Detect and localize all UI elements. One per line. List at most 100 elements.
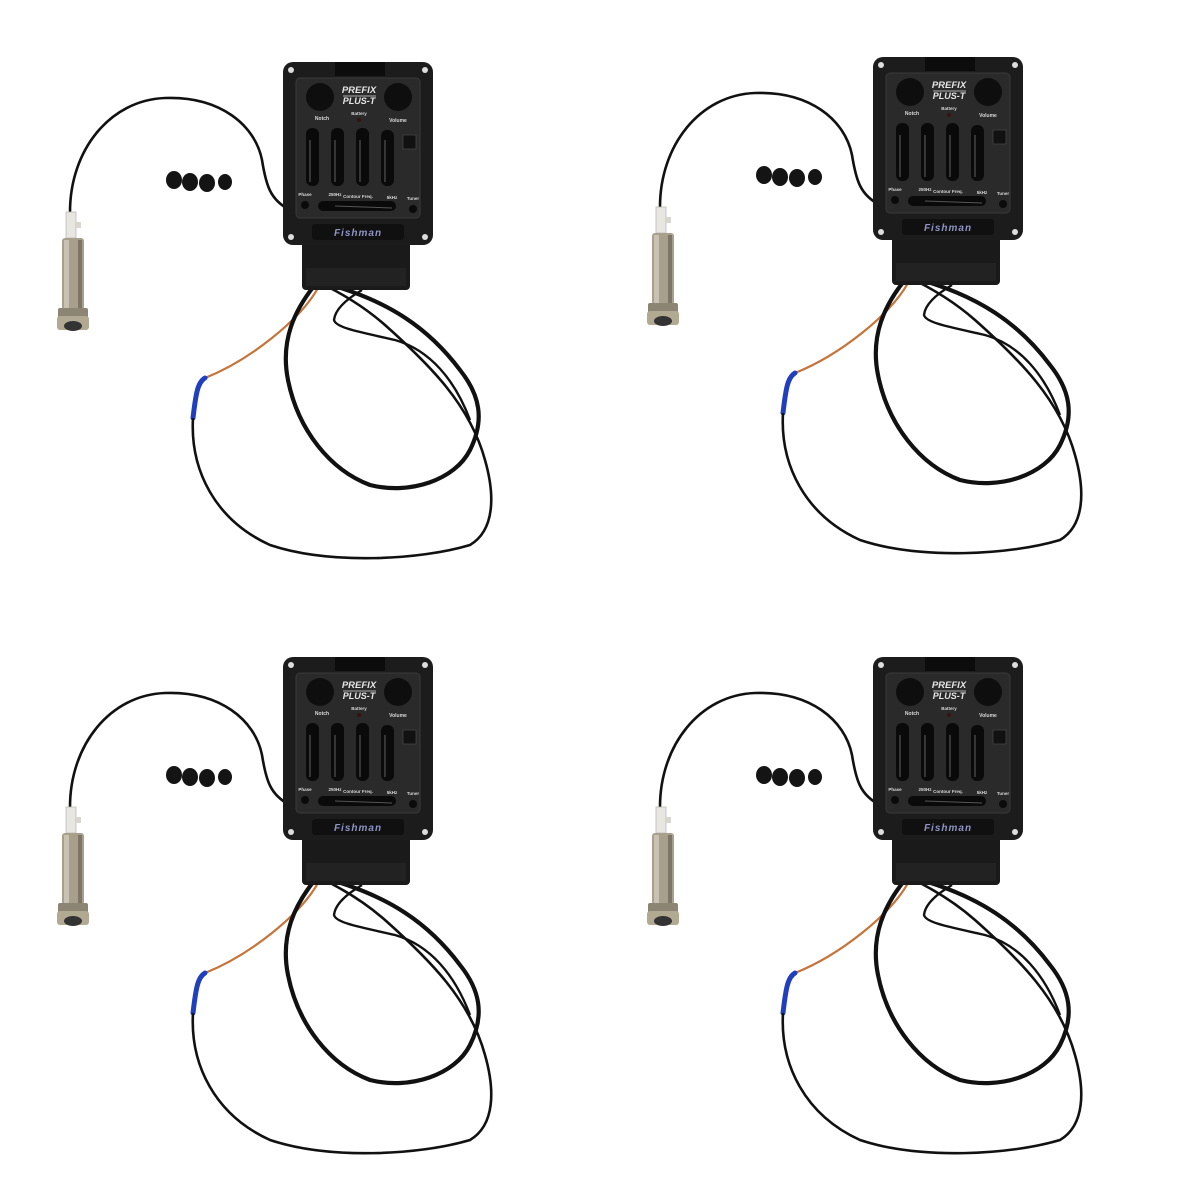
eq-sliders [306, 128, 394, 186]
volume-knob [384, 83, 412, 111]
fishman-logo: Fishman [924, 823, 972, 834]
jack-cable [658, 691, 881, 808]
svg-text:Tuner: Tuner [997, 791, 1009, 796]
phase-button [891, 796, 899, 804]
battery-label: Battery [941, 706, 957, 711]
svg-text:Phase: Phase [888, 187, 902, 192]
contour-freq-slider [908, 796, 986, 806]
jack-cable [68, 691, 291, 808]
tuner-button [999, 800, 1007, 808]
screws [166, 171, 232, 192]
notch-label: Notch [905, 711, 919, 717]
screws [756, 166, 822, 187]
jack-cable [68, 96, 291, 213]
tuner-button [409, 800, 417, 808]
preamp-tray [892, 835, 1000, 885]
svg-text:250Hz: 250Hz [328, 192, 342, 197]
notch-knob [306, 678, 334, 706]
notch-label: Notch [315, 116, 329, 122]
cable-inner-loop [873, 874, 1071, 1086]
svg-text:5kHz: 5kHz [977, 790, 988, 795]
preamp-tray [302, 240, 410, 290]
brand-plus-t: PLUS-T [933, 91, 967, 101]
cable-inner-loop [283, 279, 481, 491]
tuner-button [999, 200, 1007, 208]
notch-knob [896, 678, 924, 706]
volume-label: Volume [389, 118, 407, 124]
eq-sliders [306, 723, 394, 781]
tuner-display [992, 129, 1007, 145]
brand-prefix: PREFIX [932, 80, 967, 91]
phase-button [301, 796, 309, 804]
svg-text:Tuner: Tuner [407, 791, 419, 796]
phase-button [301, 201, 309, 209]
output-jack [647, 206, 679, 326]
svg-text:Contour Freq.: Contour Freq. [933, 789, 963, 794]
eq-sliders [896, 123, 984, 181]
brand-plus-t: PLUS-T [343, 96, 377, 106]
cable-long-loop [780, 275, 1083, 555]
svg-text:Phase: Phase [888, 787, 902, 792]
volume-knob [974, 678, 1002, 706]
volume-label: Volume [979, 113, 997, 119]
battery-label: Battery [351, 706, 367, 711]
preamp-tray [892, 235, 1000, 285]
tuner-display [992, 729, 1007, 745]
fishman-logo: Fishman [924, 223, 972, 234]
tuner-display [402, 729, 417, 745]
brand-prefix: PREFIX [932, 680, 967, 691]
notch-knob [306, 83, 334, 111]
svg-text:Contour Freq.: Contour Freq. [933, 189, 963, 194]
product-kit-top-right: PREFIX PLUS-T Notch Battery Volume [590, 0, 1190, 595]
svg-text:Phase: Phase [298, 787, 312, 792]
contour-freq-slider [318, 201, 396, 211]
jack-cable [658, 91, 881, 208]
fishman-logo: Fishman [334, 228, 382, 239]
svg-text:250Hz: 250Hz [328, 787, 342, 792]
battery-label: Battery [351, 111, 367, 116]
brand-prefix: PREFIX [342, 85, 377, 96]
preamp-unit: PREFIX PLUS-T Notch Battery Volume [873, 57, 1023, 240]
preamp-unit: PREFIX PLUS-T Notch Battery Volume [283, 62, 433, 245]
svg-text:Tuner: Tuner [997, 191, 1009, 196]
svg-text:5kHz: 5kHz [977, 190, 988, 195]
tuner-button [409, 205, 417, 213]
volume-label: Volume [389, 713, 407, 719]
svg-text:Tuner: Tuner [407, 196, 419, 201]
svg-text:Contour Freq.: Contour Freq. [343, 789, 373, 794]
notch-knob [896, 78, 924, 106]
output-jack [647, 806, 679, 926]
svg-text:5kHz: 5kHz [387, 790, 398, 795]
cable-long-loop [190, 875, 493, 1155]
phase-button [891, 196, 899, 204]
svg-text:250Hz: 250Hz [918, 787, 932, 792]
product-kit-bottom-right: PREFIX PLUS-T Notch Battery Volume [590, 595, 1190, 1195]
cable-long-loop [780, 875, 1083, 1155]
screws [166, 766, 232, 787]
svg-text:Contour Freq.: Contour Freq. [343, 194, 373, 199]
fishman-logo: Fishman [334, 823, 382, 834]
screws [756, 766, 822, 787]
eq-sliders [896, 723, 984, 781]
tuner-display [402, 134, 417, 150]
cable-inner-loop [283, 874, 481, 1086]
volume-label: Volume [979, 713, 997, 719]
svg-text:Phase: Phase [298, 192, 312, 197]
notch-label: Notch [905, 111, 919, 117]
output-jack [57, 211, 89, 331]
svg-text:5kHz: 5kHz [387, 195, 398, 200]
contour-freq-slider [318, 796, 396, 806]
cable-long-loop [190, 280, 493, 560]
preamp-unit: PREFIX PLUS-T Notch Battery Volume [283, 657, 433, 840]
notch-label: Notch [315, 711, 329, 717]
product-kit-top-left: PREFIX PLUS-T Notch Battery Volume [0, 0, 600, 600]
cable-inner-loop [873, 274, 1071, 486]
brand-plus-t: PLUS-T [343, 691, 377, 701]
battery-label: Battery [941, 106, 957, 111]
product-kit-bottom-left: PREFIX PLUS-T Notch Battery Volume [0, 595, 600, 1195]
contour-freq-slider [908, 196, 986, 206]
volume-knob [384, 678, 412, 706]
svg-text:250Hz: 250Hz [918, 187, 932, 192]
brand-plus-t: PLUS-T [933, 691, 967, 701]
